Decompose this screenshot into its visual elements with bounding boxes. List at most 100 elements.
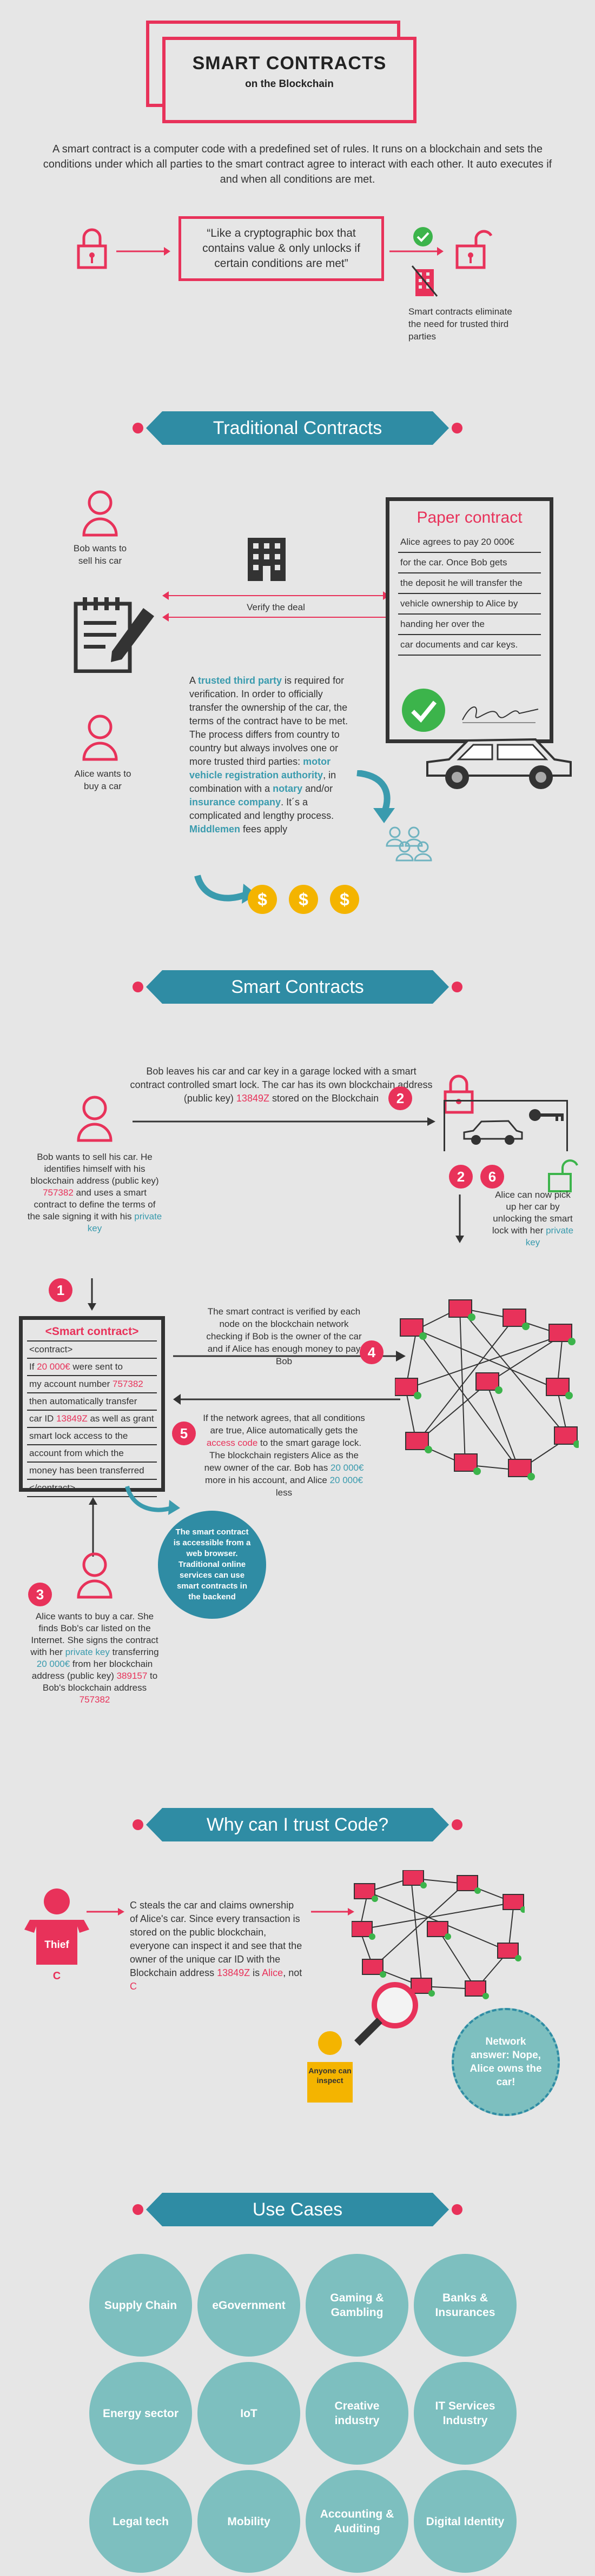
car-icon [426,738,572,789]
use-case-energy: Energy sector [89,2362,192,2465]
network-answer-text: Network answer: Nope, Alice owns the car… [470,2036,542,2088]
to-network-arrow-icon [311,1908,354,1916]
alice-person-icon [82,715,118,761]
use-cases-banner: Use Cases [146,2193,449,2226]
network-to-contract-arrow-icon [173,1394,400,1405]
title-block: SMART CONTRACTS on the Blockchain [162,53,416,90]
garage-down-arrow-icon [455,1194,464,1243]
paper-contract-line: for the car. Once Bob gets [398,553,541,573]
bob-smart-key: 757382 [43,1187,74,1198]
banner-dot-right [452,2204,462,2215]
alice-smart-b: transferring [109,1647,159,1657]
title-frame-front [162,37,416,123]
smart-contract-line: my account number 757382 [27,1376,157,1393]
use-case-supply-chain: Supply Chain [89,2254,192,2357]
coins-row: $ $ $ [248,885,359,914]
use-case-mobility: Mobility [197,2470,300,2573]
banner-dot-left [133,1819,143,1830]
blockchain-network-icon [395,1299,579,1480]
contract-to-network-arrow-icon [173,1351,406,1362]
web-note-text: The smart contract is accessible from a … [173,1527,251,1601]
smart-intro-a: Bob leaves his car and car key in a gara… [130,1066,433,1104]
web-note-arrow-icon [125,1485,180,1515]
seal-check-icon [402,689,445,732]
smart-contract-line: <contract> [27,1342,157,1359]
inspect-label: Anyone can inspect [308,2066,352,2085]
smart-contract-title: <Smart contract> [27,1323,157,1342]
step-5-badge: 5 [172,1422,196,1445]
use-case-label: Banks & Insurances [435,2292,495,2319]
key-icon [529,1109,564,1121]
bob-to-lock-arrow-icon [133,1117,435,1126]
use-case-gaming: Gaming & Gambling [306,2254,408,2357]
traditional-banner: Traditional Contracts [146,411,449,445]
use-case-egovernment: eGovernment [197,2254,300,2357]
agree-a: If the network agrees, that all conditio… [203,1413,365,1436]
smart-contract-line: car ID 13849Z as well as grant [27,1411,157,1428]
alice-smart-pk: private key [65,1647,110,1657]
agree-d: less [275,1487,293,1498]
smart-intro: Bob leaves his car and car key in a gara… [130,1065,433,1105]
step-5-number: 5 [180,1425,188,1442]
banner-dot-left [133,423,143,433]
use-case-it-services: IT Services Industry [414,2362,517,2465]
banner-dot-right [452,423,462,433]
people-group-icon [386,826,432,862]
signature-icon [462,706,539,723]
arrow-to-quote-icon [116,247,170,256]
use-case-label: IoT [240,2407,257,2420]
alice-label: Alice wants to buy a car [74,769,131,791]
agree-b: to the smart garage lock. The blockchain… [204,1438,362,1473]
trust-alice: Alice [262,1967,283,1978]
use-case-label: Digital Identity [426,2515,505,2528]
ttp-f: fees apply [240,824,288,835]
bob-smart-b: and uses a smart contract to define the … [27,1187,156,1222]
agree-c: more in his account, and Alice [204,1475,330,1485]
trust-banner-label: Why can I trust Code? [206,1814,389,1835]
step-4-badge: 4 [360,1340,384,1364]
use-case-label: Creative industry [334,2400,380,2427]
arrow-to-unlock-icon [389,247,444,256]
use-case-label: Gaming & Gambling [330,2292,384,2319]
use-case-label: Mobility [227,2515,270,2528]
smart-intro-b: stored on the Blockchain [269,1093,379,1104]
trust-c: , not [283,1967,302,1978]
pickup-pk: private key [525,1225,574,1247]
paper-contract-title: Paper contract [416,509,523,526]
small-car-icon [463,1120,523,1145]
network-agree-text: If the network agrees, that all conditio… [200,1412,368,1499]
trust-text: C steals the car and claims ownership of… [130,1899,303,1993]
page-title: SMART CONTRACTS [192,53,387,74]
curved-arrow-icon [356,770,395,823]
use-case-legal: Legal tech [89,2470,192,2573]
paper-contract-line: car documents and car keys. [398,635,541,656]
alice-smart-a: Alice wants to buy a car. She finds Bob'… [30,1611,158,1657]
bob-smart-pk: private key [87,1211,162,1233]
banner-dot-left [133,2204,143,2215]
trust-thief: C [130,1981,137,1992]
paper-contract-line: handing her over the [398,615,541,635]
use-case-accounting: Accounting & Auditing [306,2470,408,2573]
ttp-insurance: insurance company [189,797,281,807]
coin-icon: $ [330,885,359,914]
ttp-d: and/or [302,783,333,794]
smart-contract-line: money has been transferred [27,1463,157,1480]
step-2-badge: 2 [449,1165,473,1189]
smart-contract-line: account from which the [27,1445,157,1463]
fee-arrow-icon [194,875,257,904]
step-6-badge: 6 [480,1165,504,1189]
paper-contract: Paper contract Alice agrees to pay 20 00… [386,497,553,743]
step-3-number: 3 [36,1586,44,1603]
use-case-label: IT Services Industry [435,2400,495,2427]
smart-intro-key: 13849Z [236,1093,269,1104]
smart-contract-line: then automatically transfer [27,1393,157,1411]
bank-building-icon [248,538,286,581]
pickup-text: Alice can now pick up her car by unlocki… [490,1189,576,1249]
coin-icon: $ [289,885,318,914]
trust-banner: Why can I trust Code? [146,1808,449,1841]
trusted-third-party-paragraph: A trusted third party is required for ve… [189,674,352,836]
use-case-iot: IoT [197,2362,300,2465]
ttp-middlemen: Middlemen [189,824,241,835]
trust-a: C steals the car and claims ownership of… [130,1900,302,1978]
